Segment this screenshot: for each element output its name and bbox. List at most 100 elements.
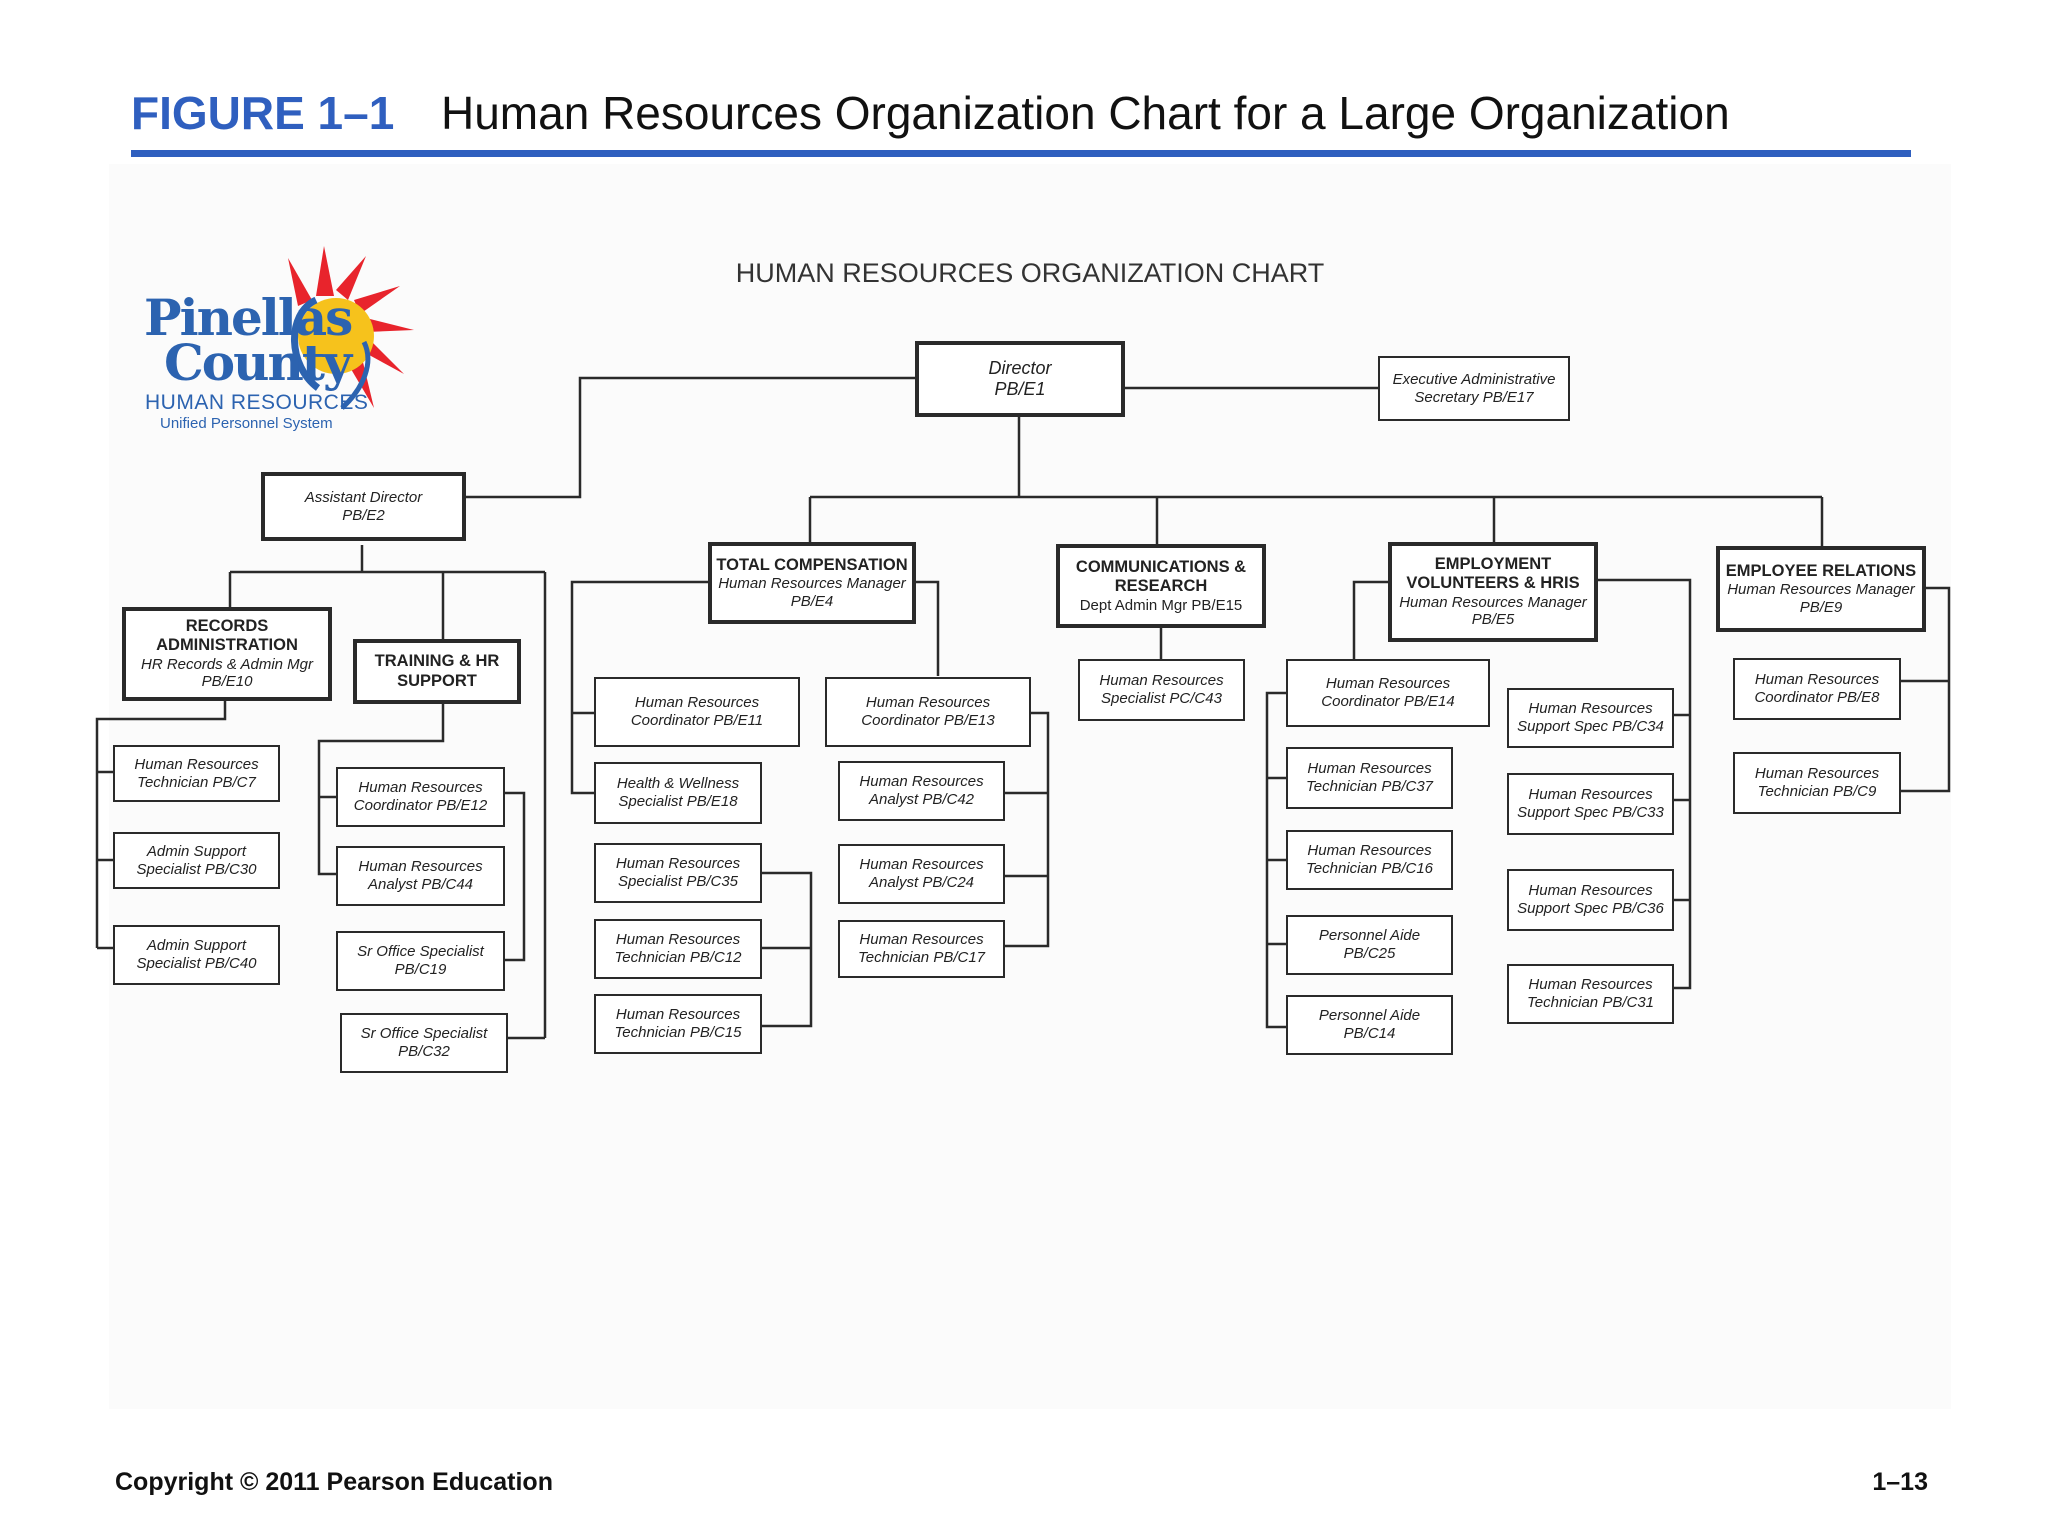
node-line1: Sr Office Specialist: [360, 1025, 488, 1043]
node-line1: Human Resources: [1528, 786, 1653, 804]
node-communications-research: COMMUNICATIONS & RESEARCH Dept Admin Mgr…: [1056, 544, 1266, 628]
node-trn-c32: Sr Office Specialist PB/C32: [340, 1013, 508, 1073]
node-rec-c7: Human Resources Technician PB/C7: [113, 745, 280, 802]
node-line2: Specialist PB/E18: [618, 793, 738, 810]
node-line2: Technician PB/C12: [614, 949, 742, 966]
logo-line-human-resources: HUMAN RESOURCES: [145, 391, 369, 414]
node-role: Human Resources Manager: [1399, 593, 1587, 611]
node-dept2: SUPPORT: [397, 671, 477, 690]
node-line2: Analyst PB/C44: [367, 876, 474, 893]
figure-title: Human Resources Organization Chart for a…: [441, 87, 1730, 139]
node-code: PB/E4: [790, 592, 834, 610]
node-employment-volunteers-hris: EMPLOYMENT VOLUNTEERS & HRIS Human Resou…: [1388, 542, 1598, 642]
node-line2: Support Spec PB/C34: [1517, 718, 1664, 735]
org-chart-title: HUMAN RESOURCES ORGANIZATION CHART: [735, 258, 1325, 288]
node-code: PB/E5: [1471, 611, 1515, 629]
node-line1: Human Resources: [1754, 671, 1880, 689]
node-director: Director PB/E1: [915, 341, 1125, 417]
node-line1: Executive Administrative: [1392, 370, 1556, 388]
node-tc-c15: Human Resources Technician PB/C15: [594, 994, 762, 1054]
node-tc-e18: Health & Wellness Specialist PB/E18: [594, 762, 762, 824]
node-dept2: ADMINISTRATION: [156, 636, 298, 655]
node-line1: Health & Wellness: [616, 775, 740, 793]
node-dept2: RESEARCH: [1114, 577, 1208, 596]
node-trn-e12: Human Resources Coordinator PB/E12: [336, 767, 505, 827]
node-line1: Sr Office Specialist: [357, 943, 484, 961]
node-emp-e14: Human Resources Coordinator PB/E14: [1286, 659, 1490, 727]
node-line2: Technician PB/C7: [137, 773, 256, 791]
node-role: Director: [988, 357, 1052, 378]
node-role: HR Records & Admin Mgr: [141, 655, 313, 673]
node-line2: Technician PB/C37: [1305, 778, 1434, 795]
node-line1: Human Resources: [1307, 760, 1432, 778]
node-total-compensation: TOTAL COMPENSATION Human Resources Manag…: [708, 542, 916, 624]
node-line2: PB/C19: [394, 961, 447, 978]
page-number: 1–13: [1872, 1468, 1928, 1496]
node-dept2: VOLUNTEERS & HRIS: [1406, 574, 1580, 593]
node-role: Assistant Director: [304, 488, 423, 506]
node-line2: Specialist PB/C35: [617, 873, 739, 890]
node-line1: Human Resources: [358, 779, 483, 797]
node-dept: RECORDS: [185, 616, 269, 635]
node-role: Dept Admin Mgr PB/E15: [1079, 596, 1243, 614]
node-code: PB/E10: [201, 673, 253, 691]
node-line1: Human Resources: [859, 931, 984, 949]
node-role: Human Resources Manager: [718, 575, 906, 593]
node-line2: Specialist PB/C30: [136, 860, 257, 878]
node-line1: Personnel Aide: [1318, 927, 1421, 945]
sun-logo-icon: [288, 246, 414, 410]
node-dept: EMPLOYEE RELATIONS: [1725, 561, 1917, 580]
node-emp-c33: Human Resources Support Spec PB/C33: [1507, 773, 1674, 835]
node-line2: Technician PB/C9: [1757, 783, 1877, 800]
node-line1: Human Resources: [1528, 882, 1653, 900]
node-rec-c30: Admin Support Specialist PB/C30: [113, 832, 280, 889]
node-role: Human Resources Manager: [1727, 581, 1915, 599]
node-assistant-director: Assistant Director PB/E2: [261, 472, 466, 541]
node-line2: Specialist PB/C40: [136, 955, 257, 972]
node-line2: Coordinator PB/E14: [1321, 693, 1455, 710]
node-emp-c25: Personnel Aide PB/C25: [1286, 915, 1453, 975]
figure-label: FIGURE 1–1: [131, 87, 395, 139]
node-line1: Human Resources: [615, 855, 741, 873]
node-line1: Human Resources: [865, 694, 991, 712]
node-line2: Secretary PB/E17: [1414, 388, 1534, 406]
node-line2: Technician PB/C16: [1305, 860, 1434, 877]
node-tc-e11: Human Resources Coordinator PB/E11: [594, 677, 800, 747]
node-line1: Human Resources: [1325, 675, 1451, 693]
node-tc-c17: Human Resources Technician PB/C17: [838, 920, 1005, 978]
node-trn-c44: Human Resources Analyst PB/C44: [336, 846, 505, 906]
node-emp-c37: Human Resources Technician PB/C37: [1286, 747, 1453, 809]
node-er-e8: Human Resources Coordinator PB/E8: [1733, 658, 1901, 720]
pinellas-county-logo: Pinellas County HUMAN RESOURCES Unified …: [138, 238, 428, 438]
node-line1: Human Resources: [1307, 842, 1432, 860]
node-code: PB/E1: [994, 379, 1046, 399]
node-line1: Human Resources: [1099, 672, 1224, 690]
node-tc-c12: Human Resources Technician PB/C12: [594, 919, 762, 979]
node-line2: Technician PB/C17: [857, 949, 986, 966]
node-training-hr-support: TRAINING & HR SUPPORT: [353, 639, 521, 704]
node-tc-c24: Human Resources Analyst PB/C24: [838, 844, 1005, 904]
node-line2: PB/C32: [398, 1043, 450, 1060]
node-line1: Admin Support: [146, 842, 247, 860]
node-dept: TRAINING & HR: [374, 652, 500, 671]
node-line2: Coordinator PB/E8: [1754, 689, 1880, 706]
node-line1: Human Resources: [859, 773, 984, 791]
node-line2: Technician PB/C15: [614, 1024, 742, 1041]
node-line1: Human Resources: [134, 755, 259, 773]
node-tc-c35: Human Resources Specialist PB/C35: [594, 843, 762, 903]
node-line1: Human Resources: [615, 931, 741, 949]
node-line2: Coordinator PB/E12: [353, 797, 488, 814]
node-line2: PB/C25: [1343, 945, 1396, 962]
node-employee-relations: EMPLOYEE RELATIONS Human Resources Manag…: [1716, 546, 1926, 632]
node-emp-c36: Human Resources Support Spec PB/C36: [1507, 869, 1674, 931]
copyright-notice: Copyright © 2011 Pearson Education: [115, 1468, 553, 1496]
node-cr-c43: Human Resources Specialist PC/C43: [1078, 659, 1245, 721]
node-line2: Coordinator PB/E11: [630, 712, 764, 729]
node-line1: Human Resources: [358, 858, 483, 876]
node-dept: TOTAL COMPENSATION: [716, 555, 908, 574]
node-line2: Specialist PC/C43: [1101, 690, 1222, 707]
node-line1: Admin Support: [146, 937, 247, 955]
node-line2: Analyst PB/C24: [868, 874, 975, 891]
node-code: PB/E2: [342, 506, 385, 524]
